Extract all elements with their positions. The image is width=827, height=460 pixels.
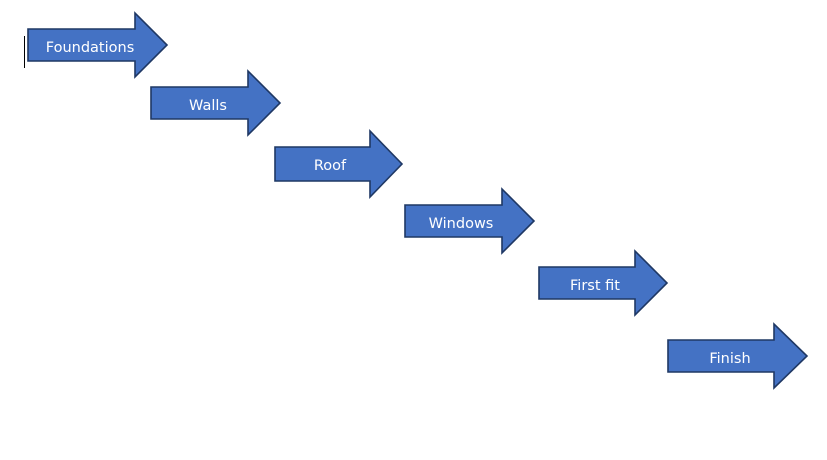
step-label: Windows [429,216,494,232]
arrow-shape [274,129,404,199]
arrow-shape [27,11,169,79]
arrow-shape [150,69,282,137]
step-label: Finish [709,351,750,367]
arrow-shape [538,249,669,317]
arrow-step-windows[interactable]: Windows [404,187,536,255]
text-cursor [24,36,25,68]
step-label: Foundations [46,40,135,56]
step-label: Roof [314,158,347,174]
arrow-shape [404,187,536,255]
arrow-shape [667,322,809,390]
step-label: Walls [189,98,227,114]
arrow-step-finish[interactable]: Finish [667,322,809,390]
arrow-step-foundations[interactable]: Foundations [27,11,169,79]
arrow-step-roof[interactable]: Roof [274,129,404,199]
step-label: First fit [570,278,620,294]
arrow-step-first-fit[interactable]: First fit [538,249,669,317]
arrow-step-walls[interactable]: Walls [150,69,282,137]
